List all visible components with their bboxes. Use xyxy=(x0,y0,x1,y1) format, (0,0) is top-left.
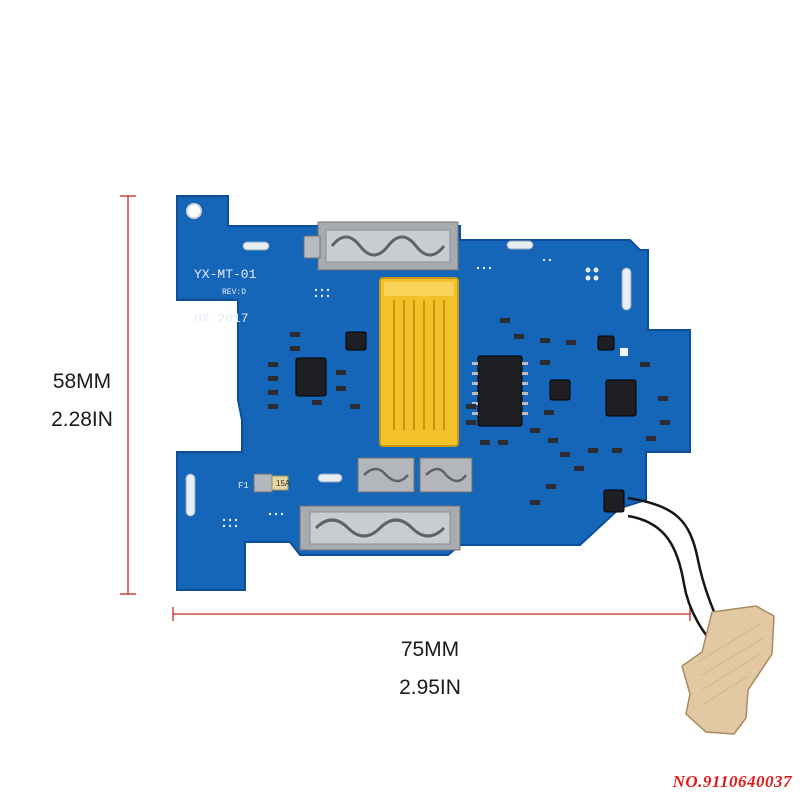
ic-chips xyxy=(295,331,637,513)
fuse-designator-text: F1 xyxy=(238,481,249,491)
middle-terminals xyxy=(357,457,473,493)
board-maker-year-text: HX 2017 xyxy=(194,311,249,326)
ic-pins xyxy=(472,362,528,415)
watermark-text: NO.9110640037 xyxy=(672,772,792,791)
height-in-label: 2.28IN xyxy=(51,408,113,431)
width-in-label: 2.95IN xyxy=(399,676,461,699)
width-mm-label: 75MM xyxy=(400,638,460,661)
via-dots xyxy=(222,258,599,528)
height-dimension-line xyxy=(120,195,136,595)
bottom-battery-terminal xyxy=(299,505,461,551)
yellow-connector xyxy=(379,277,459,447)
fuse-rating-text: 15A xyxy=(276,479,291,488)
height-mm-label: 58MM xyxy=(52,370,112,393)
board-model-text: YX-MT-01 xyxy=(194,267,257,282)
fuse xyxy=(253,473,289,493)
thermistor-pad xyxy=(681,605,775,735)
top-battery-terminal xyxy=(303,221,459,271)
width-dimension-line xyxy=(172,607,691,621)
board-revision-text: REV:D xyxy=(222,288,246,297)
smd-components xyxy=(268,318,670,505)
